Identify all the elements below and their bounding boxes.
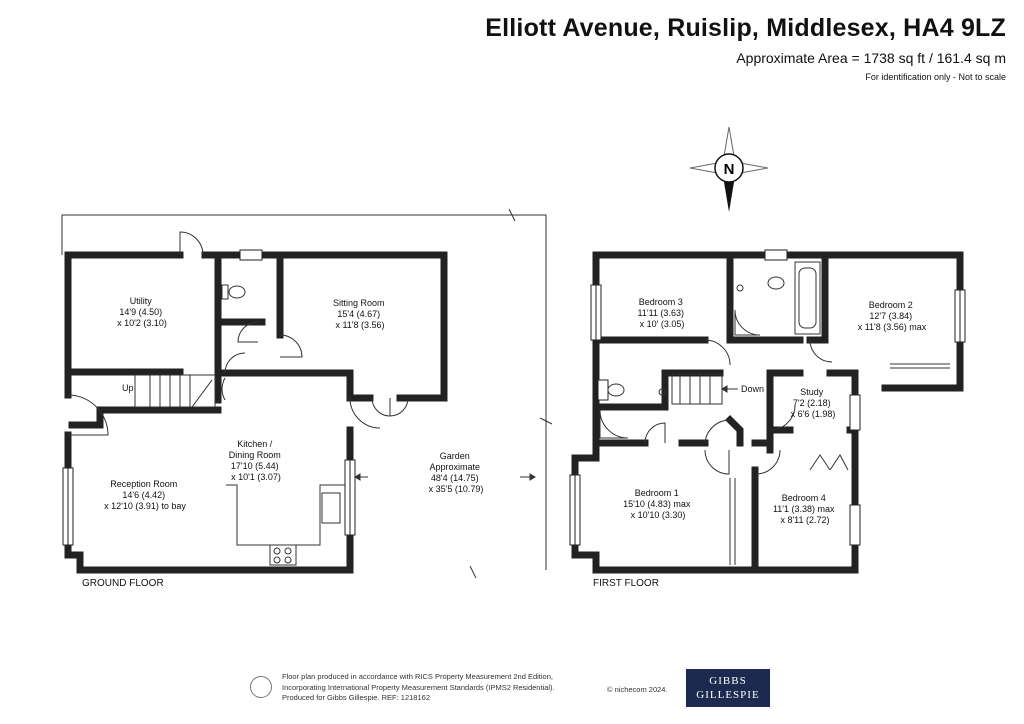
property-address: Elliott Avenue, Ruislip, Middlesex, HA4 … xyxy=(485,14,1006,42)
identification-note: For identification only - Not to scale xyxy=(865,72,1006,82)
footer-line-1: Floor plan produced in accordance with R… xyxy=(282,672,553,681)
footer-line-2: Incorporating International Property Mea… xyxy=(282,682,555,692)
room-label-bedroom-2: Bedroom 2 12'7 (3.84) x 11'8 (3.56) max xyxy=(858,300,927,332)
nichecom-copyright: © nichecom 2024. xyxy=(607,685,668,694)
logo-line-2: GILLESPIE xyxy=(696,689,760,701)
stairs-up-label: Up xyxy=(122,383,134,393)
first-floor-label: FIRST FLOOR xyxy=(593,578,659,589)
room-label-bedroom-3: Bedroom 3 11'11 (3.63) x 10' (3.05) xyxy=(638,297,687,329)
room-label-bedroom-4: Bedroom 4 11'1 (3.38) max x 8'11 (2.72) xyxy=(773,493,837,525)
footer-disclaimer: Floor plan produced in accordance with R… xyxy=(282,672,555,704)
gibbs-gillespie-logo: GIBBS GILLESPIE xyxy=(686,669,770,707)
room-label-garden: Garden Approximate 48'4 (14.75) x 35'5 (… xyxy=(429,451,484,494)
room-label-reception-room: Reception Room 14'6 (4.42) x 12'10 (3.91… xyxy=(104,479,186,511)
footer-line-3: Produced for Gibbs Gillespie. REF: 12181… xyxy=(282,693,430,702)
compass-icon: N xyxy=(689,126,769,212)
stairs-down-icon xyxy=(671,373,738,405)
room-label-bedroom-1: Bedroom 1 15'10 (4.83) max x 10'10 (3.30… xyxy=(623,488,693,520)
ground-floor-plan: Utility 14'9 (4.50) x 10'2 (3.10) Sittin… xyxy=(61,208,553,589)
stairs-down-label: Down xyxy=(741,384,764,394)
toilet-icon xyxy=(221,284,246,300)
logo-line-1: GIBBS xyxy=(709,675,747,687)
bath-icon xyxy=(794,261,821,335)
first-floor-plan: Bedroom 3 11'11 (3.63) x 10' (3.05) Bedr… xyxy=(569,249,966,589)
room-label-utility: Utility 14'9 (4.50) x 10'2 (3.10) xyxy=(117,296,167,328)
ground-floor-label: GROUND FLOOR xyxy=(82,578,164,589)
approximate-area: Approximate Area = 1738 sq ft / 161.4 sq… xyxy=(736,50,1006,66)
stairs-icon xyxy=(134,374,216,408)
rics-person-icon xyxy=(250,676,272,698)
room-label-study: Study 7'2 (2.18) x 6'6 (1.98) xyxy=(791,387,836,419)
room-label-sitting-room: Sitting Room 15'4 (4.67) x 11'8 (3.56) xyxy=(333,298,387,330)
compass-label: N xyxy=(724,161,735,178)
room-label-kitchen-dining: Kitchen / Dining Room 17'10 (5.44) x 10'… xyxy=(229,439,284,482)
